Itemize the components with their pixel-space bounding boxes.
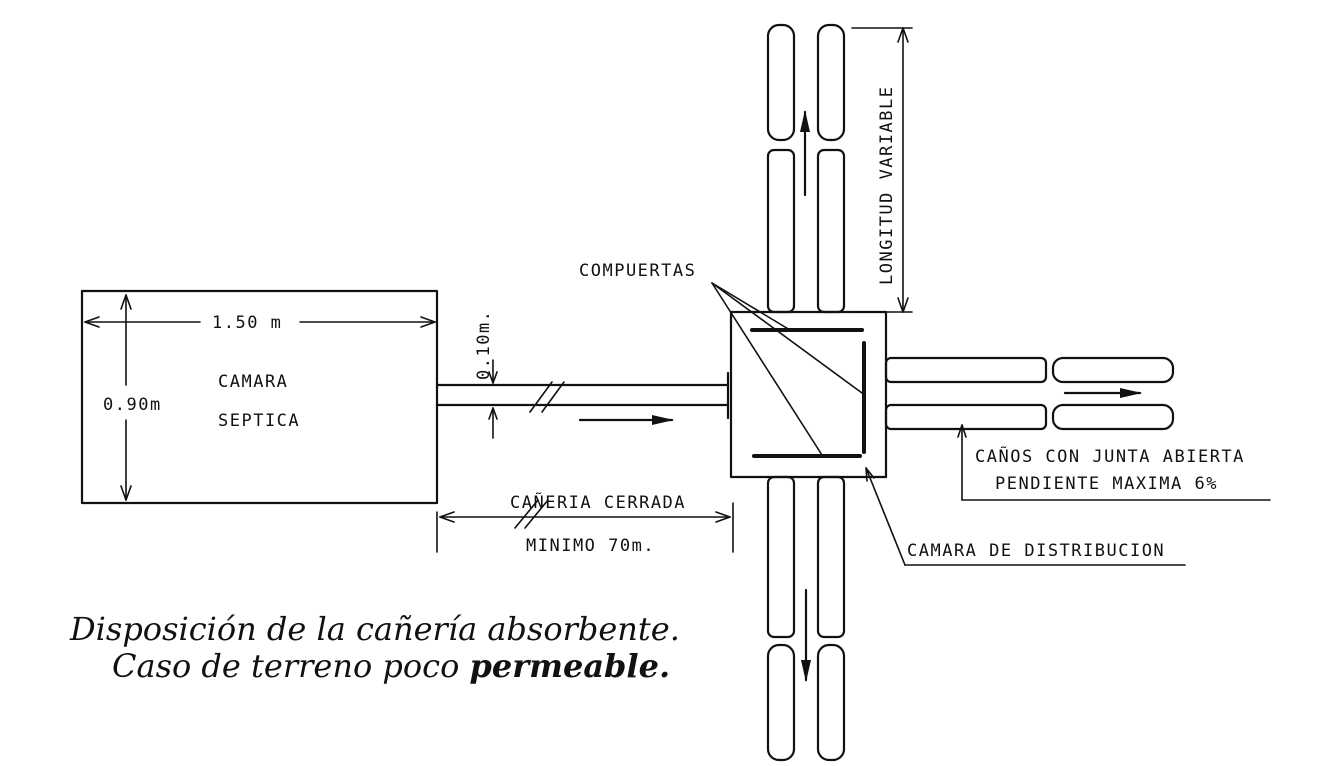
open-joint-label-2: PENDIENTE MAXIMA 6% bbox=[995, 474, 1218, 494]
absorption-pipes-east bbox=[884, 356, 1175, 431]
absorption-pipes-north bbox=[766, 23, 846, 314]
closed-pipe bbox=[435, 371, 730, 420]
caption-line-2: Caso de terreno poco permeable. bbox=[112, 647, 670, 685]
pipe-diameter-dimension bbox=[488, 359, 498, 439]
caption-line-2-b: permeable. bbox=[470, 647, 671, 685]
gates-label: COMPUERTAS bbox=[579, 261, 696, 281]
min-length-label: MINIMO 70m. bbox=[526, 536, 655, 556]
chamber-label-2: SEPTICA bbox=[218, 411, 300, 431]
variable-length-dimension bbox=[851, 27, 913, 313]
distribution-chamber-box bbox=[729, 310, 888, 479]
closed-pipe-label: CAÑERIA CERRADA bbox=[510, 491, 686, 513]
open-joint-label-1: CAÑOS CON JUNTA ABIERTA bbox=[975, 445, 1245, 467]
distribution-chamber-callout bbox=[865, 467, 1186, 566]
width-label: 1.50 m bbox=[212, 313, 282, 333]
septic-chamber-box bbox=[80, 289, 439, 505]
distribution-chamber-label: CAMARA DE DISTRIBUCION bbox=[907, 541, 1165, 561]
gate-leader-lines bbox=[711, 282, 863, 456]
caption-line-2-a: Caso de terreno poco bbox=[112, 647, 459, 685]
min-length-dimension bbox=[436, 499, 734, 553]
chamber-label-1: CAMARA bbox=[218, 372, 288, 392]
height-label: 0.90m bbox=[103, 395, 162, 415]
pipe-diameter-label: 0.10m. bbox=[474, 310, 494, 380]
absorption-pipes-south bbox=[766, 475, 846, 762]
flow-arrow-icon bbox=[578, 415, 674, 425]
open-joint-callout bbox=[957, 424, 1271, 501]
height-dimension bbox=[120, 294, 132, 501]
width-dimension bbox=[84, 316, 436, 328]
caption-line-1: Disposición de la cañería absorbente. bbox=[69, 610, 680, 648]
variable-length-label: LONGITUD VARIABLE bbox=[877, 86, 897, 286]
